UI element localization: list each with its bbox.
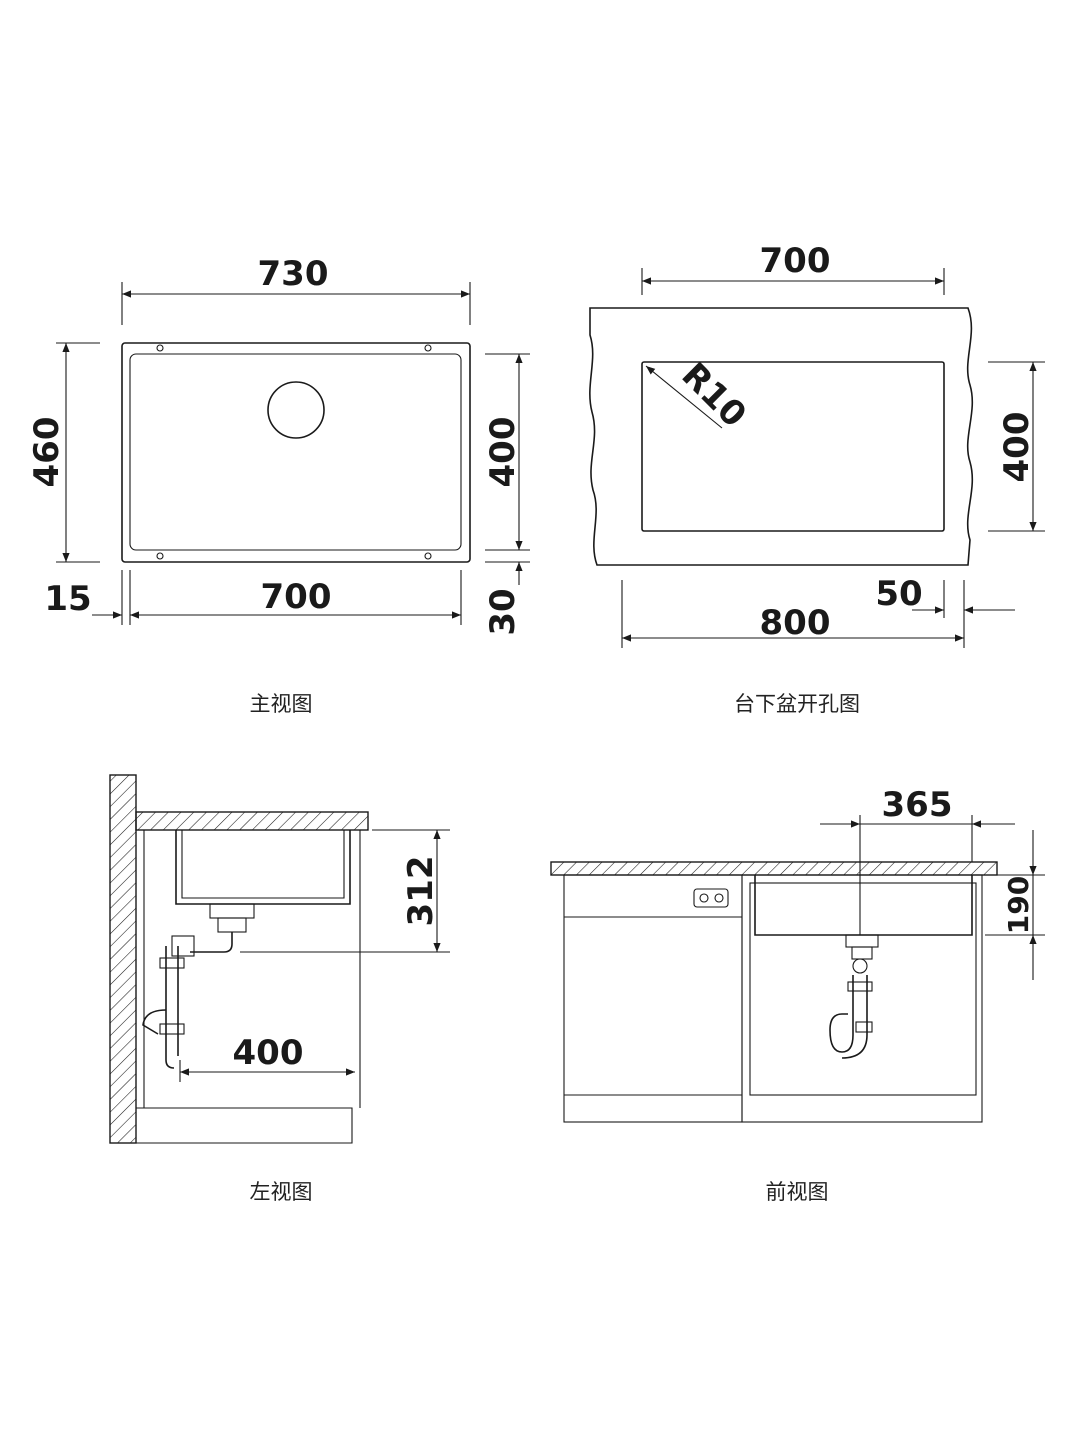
sink-cabinet-inner bbox=[749, 882, 977, 1096]
dim-side-offset: 400 bbox=[233, 1033, 304, 1073]
sink-bowl-front bbox=[754, 875, 973, 936]
pipe-nut bbox=[159, 1023, 185, 1035]
dim-cut-width: 700 bbox=[760, 241, 831, 281]
radius-leader bbox=[645, 365, 723, 429]
countertop-section bbox=[550, 861, 998, 876]
trap-bend bbox=[142, 1009, 167, 1035]
pipe-nut bbox=[855, 1021, 873, 1033]
main-view: 730 460 400 30 700 15 主视图 bbox=[27, 254, 530, 716]
mount-hole bbox=[424, 344, 432, 352]
sink-bowl-section bbox=[175, 830, 351, 905]
dim-bottom-offset: 30 bbox=[483, 588, 523, 635]
trap-nut bbox=[171, 935, 195, 957]
pipe-nut bbox=[847, 981, 873, 992]
sink-outer-outline bbox=[121, 342, 471, 563]
dim-cabinet-width: 800 bbox=[760, 603, 831, 643]
dim-overall-width: 730 bbox=[258, 254, 329, 294]
control-knob bbox=[714, 893, 724, 903]
countertop-section bbox=[135, 811, 369, 831]
side-view-caption: 左视图 bbox=[250, 1180, 313, 1204]
dim-inner-width: 700 bbox=[261, 577, 332, 617]
control-knob bbox=[699, 893, 709, 903]
dim-radius: R10 bbox=[674, 355, 754, 435]
dishwasher-cabinet bbox=[563, 874, 743, 1123]
dim-bowl-depth: 190 bbox=[1002, 876, 1035, 934]
mount-hole bbox=[156, 344, 164, 352]
dim-flange: 15 bbox=[44, 579, 91, 619]
trap-bend bbox=[829, 1013, 854, 1053]
dim-cut-depth: 400 bbox=[997, 412, 1037, 483]
wall-section bbox=[109, 774, 137, 1144]
dim-front-offset: 365 bbox=[882, 785, 953, 825]
countertop-outline bbox=[589, 307, 974, 566]
trap-pipe bbox=[165, 946, 175, 1069]
drain-hole bbox=[267, 381, 325, 439]
dim-drain-height: 312 bbox=[401, 856, 441, 927]
dishwasher-controls bbox=[693, 888, 729, 908]
cutout-view-caption: 台下盆开孔图 bbox=[734, 692, 860, 716]
front-view: 365 190 前视图 bbox=[550, 785, 1045, 1204]
drain-strainer bbox=[845, 934, 879, 948]
main-view-caption: 主视图 bbox=[250, 692, 313, 716]
drain-body bbox=[217, 917, 247, 933]
cutout-view: R10 700 400 800 50 台下盆开孔图 bbox=[589, 241, 1045, 716]
cutout-opening bbox=[641, 361, 945, 532]
dim-margin: 50 bbox=[875, 574, 922, 614]
mount-hole bbox=[156, 552, 164, 560]
drain-body bbox=[851, 946, 873, 960]
trap-pipe bbox=[852, 975, 868, 1035]
overflow-nut bbox=[852, 958, 868, 974]
sink-cabinet bbox=[741, 874, 983, 1123]
sink-bowl-inner bbox=[181, 830, 345, 899]
side-view: 312 400 左视图 bbox=[109, 774, 450, 1204]
mount-hole bbox=[424, 552, 432, 560]
trap-bend-outer bbox=[841, 1034, 868, 1059]
drain-strainer bbox=[209, 903, 255, 919]
pipe-nut bbox=[159, 957, 185, 969]
dim-overall-depth: 460 bbox=[27, 417, 67, 488]
trap-elbow bbox=[190, 932, 233, 953]
sink-bowl-outline bbox=[129, 353, 462, 551]
dim-inner-depth: 400 bbox=[483, 417, 523, 488]
cabinet-base bbox=[136, 1107, 353, 1144]
front-view-caption: 前视图 bbox=[766, 1180, 829, 1204]
